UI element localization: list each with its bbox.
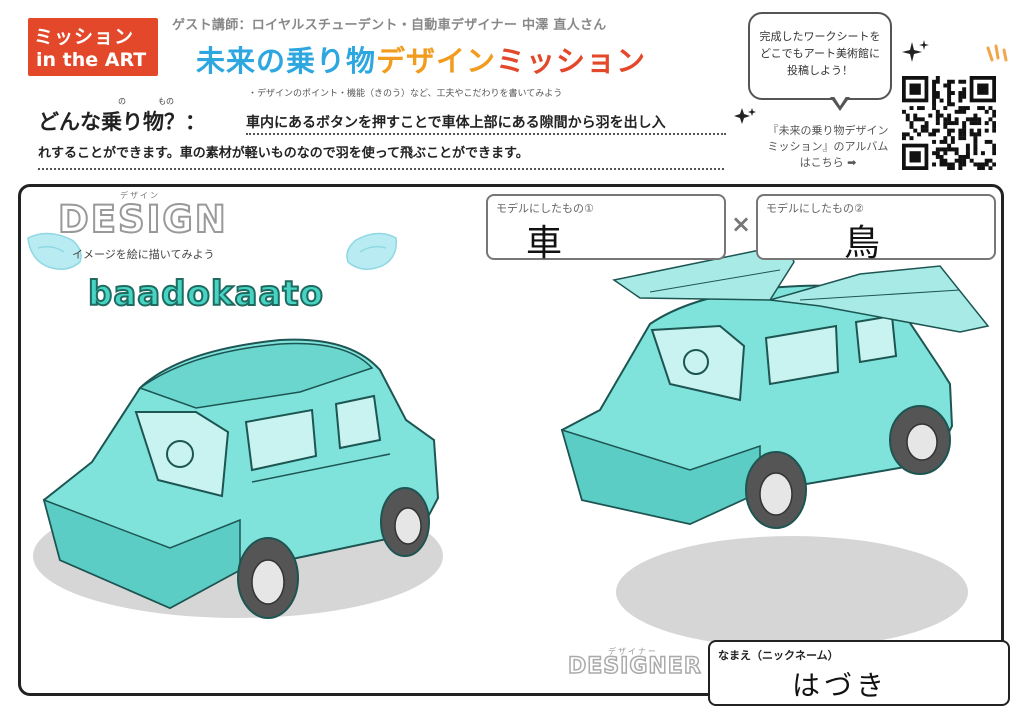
right-car-shadow <box>616 536 968 648</box>
album-line3: はこちら ➡ <box>799 156 857 169</box>
album-link[interactable]: 『未来の乗り物デザイン ミッション』のアルバム はこちら ➡ <box>758 123 898 171</box>
design-subtitle: イメージを絵に描いてみよう <box>72 248 215 261</box>
right-wing-icon <box>346 232 397 270</box>
model-label-2: モデルにしたもの② <box>766 202 864 215</box>
design-frame <box>18 184 1004 696</box>
design-ruby: デザイン <box>120 191 160 200</box>
design-heading: DESIGN <box>57 197 228 242</box>
sparkle-icon <box>902 40 929 62</box>
dotted-line-2 <box>38 168 724 170</box>
bubble-tail-inner <box>833 95 847 106</box>
title-part-c: ミッション <box>496 44 647 78</box>
left-wing-icon <box>27 232 82 270</box>
vehicle-name: baadokaato <box>87 273 325 315</box>
title-part-a: 未来の乗り物 <box>196 44 377 78</box>
model-box-2: モデルにしたもの② 鳥 <box>756 194 996 264</box>
ruby-no: の <box>118 97 126 106</box>
designer-ruby: デザイナー <box>608 647 658 656</box>
question-label: どんな乗り物？： <box>38 110 206 134</box>
model-value-1: 車 <box>526 223 563 264</box>
bubble-line1: 完成したワークシートを <box>759 30 881 43</box>
qr-code[interactable] <box>902 76 996 170</box>
answer-line1: 車内にあるボタンを押すことで車体上部にある隙間から羽を出し入 <box>246 115 666 131</box>
left-car <box>42 338 440 619</box>
title-part-b: デザイン <box>376 44 497 78</box>
name-box: なまえ（ニックネーム） はづき <box>708 640 1010 706</box>
accent-lines-icon <box>986 44 1008 62</box>
model-label-1: モデルにしたもの① <box>496 202 594 215</box>
mission-logo: ミッション in the ART <box>28 18 158 76</box>
dotted-line-1 <box>246 133 726 135</box>
bubble-line3: 投稿しよう！ <box>787 64 853 77</box>
model-box-1: モデルにしたもの① 車 <box>486 194 726 264</box>
designer-heading: DESIGNER <box>567 653 702 680</box>
answer-line2: れすることができます。車の素材が軽いものなので羽を使って飛ぶことができます。 <box>38 146 529 161</box>
page-title: 未来の乗り物デザインミッション <box>196 38 646 80</box>
writing-guide: ・デザインのポイント・機能（きのう）など、工夫やこだわりを書いてみよう <box>248 89 563 99</box>
model-value-2: 鳥 <box>844 223 881 264</box>
times-sign: × <box>731 210 752 238</box>
logo-line2: in the ART <box>36 49 147 71</box>
guest-lecturer: ゲスト講師：ロイヤルスチューデント・自動車デザイナー 中澤 直人さん <box>172 18 607 33</box>
bubble-line2: どこでもアート美術館に <box>759 47 880 60</box>
sparkle-small-icon <box>734 108 756 124</box>
name-value: はづき <box>792 669 889 702</box>
album-line2: ミッション』のアルバム <box>767 140 889 153</box>
right-car <box>560 249 990 529</box>
post-bubble: 完成したワークシートを どこでもアート美術館に 投稿しよう！ <box>748 12 892 100</box>
ruby-mono: もの <box>158 97 174 106</box>
name-label: なまえ（ニックネーム） <box>718 649 839 662</box>
album-line1: 『未来の乗り物デザイン <box>767 124 889 137</box>
logo-line1: ミッション <box>34 26 135 48</box>
